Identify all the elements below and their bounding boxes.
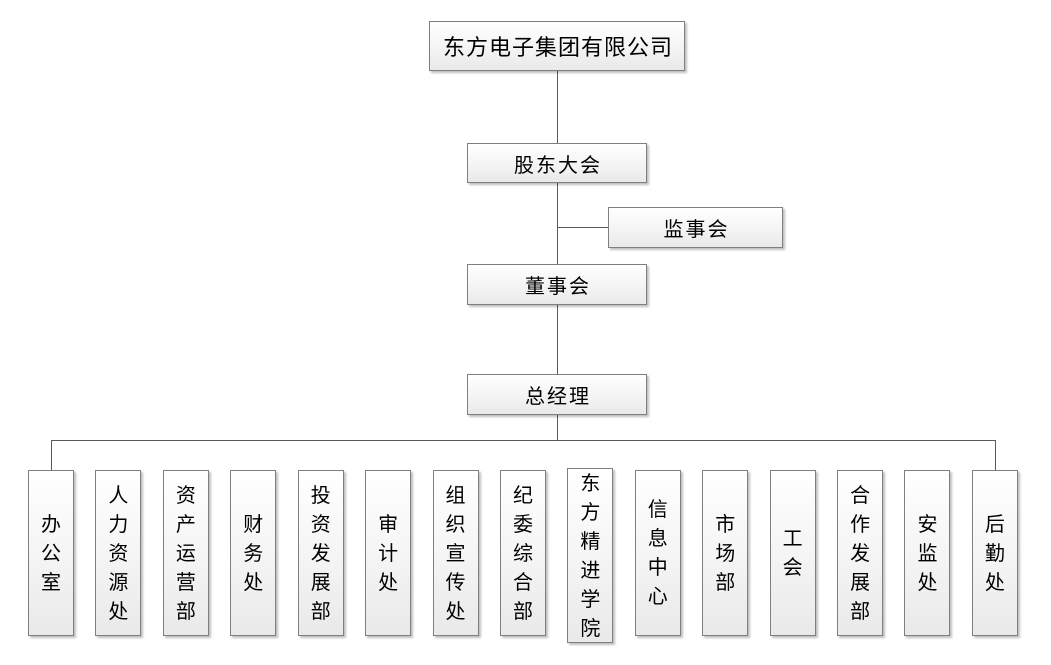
node-dept-office: 办公室 (28, 470, 74, 636)
node-dept-investment-development: 投资发展部 (297, 470, 344, 636)
node-dept-discipline-inspection: 纪委综合部 (499, 470, 546, 636)
node-dept-information-center: 信息中心 (634, 470, 681, 636)
node-company: 东方电子集团有限公司 (429, 21, 685, 71)
node-shareholders-meeting-label: 股东大会 (514, 152, 602, 177)
connector-shareholders-to-board (557, 183, 558, 264)
connector-board-to-gm (557, 305, 558, 374)
node-dept-logistics: 后勤处 (971, 470, 1018, 636)
node-dept-logistics-label: 后勤处 (984, 511, 1005, 594)
node-board-of-directors-label: 董事会 (525, 274, 591, 298)
node-dept-safety-supervision-label: 安监处 (917, 511, 938, 594)
node-general-manager: 总经理 (467, 374, 647, 415)
node-dept-safety-supervision: 安监处 (904, 470, 951, 636)
node-dept-marketing-label: 市场部 (715, 511, 736, 594)
node-dept-organization-publicity-label: 组织宣传处 (445, 482, 466, 623)
node-supervisory-board-label: 监事会 (663, 217, 730, 241)
connector-gm-to-rail (557, 415, 558, 440)
node-dept-human-resources-label: 人力资源处 (108, 482, 129, 623)
node-dept-labor-union-label: 工会 (782, 526, 803, 579)
connector-elbow-supervisory (557, 227, 608, 228)
connector-rail-drop-right (995, 440, 996, 470)
department-row: 办公室 人力资源处 资产运营部 财务处 投资发展部 审计处 组织宣传处 纪委综合… (28, 468, 1018, 645)
node-dept-dongfang-academy: 东方精进学院 (567, 468, 614, 643)
node-dept-audit: 审计处 (365, 470, 412, 636)
connector-department-rail (51, 440, 995, 441)
node-dept-office-label: 办公室 (41, 511, 61, 594)
node-dept-discipline-inspection-label: 纪委综合部 (512, 482, 533, 623)
node-dept-dongfang-academy-label: 东方精进学院 (580, 470, 601, 640)
node-dept-finance-label: 财务处 (243, 511, 264, 594)
node-dept-information-center-label: 信息中心 (647, 497, 668, 608)
node-shareholders-meeting: 股东大会 (467, 143, 647, 183)
connector-company-to-shareholders (557, 71, 558, 143)
node-dept-audit-label: 审计处 (378, 511, 399, 594)
node-dept-finance: 财务处 (230, 470, 277, 636)
node-company-label: 东方电子集团有限公司 (442, 36, 673, 61)
node-general-manager-label: 总经理 (525, 384, 591, 408)
node-dept-cooperation-development-label: 合作发展部 (850, 482, 871, 623)
node-dept-cooperation-development: 合作发展部 (837, 470, 884, 636)
node-dept-asset-operations-label: 资产运营部 (175, 482, 196, 623)
node-dept-human-resources: 人力资源处 (95, 470, 142, 636)
node-dept-marketing: 市场部 (702, 470, 749, 636)
node-dept-labor-union: 工会 (769, 470, 816, 636)
node-dept-investment-development-label: 投资发展部 (310, 482, 331, 623)
node-dept-asset-operations: 资产运营部 (162, 470, 209, 636)
connector-rail-drop-left (51, 440, 52, 470)
node-supervisory-board: 监事会 (608, 207, 783, 248)
node-board-of-directors: 董事会 (467, 264, 647, 305)
node-dept-organization-publicity: 组织宣传处 (432, 470, 479, 636)
